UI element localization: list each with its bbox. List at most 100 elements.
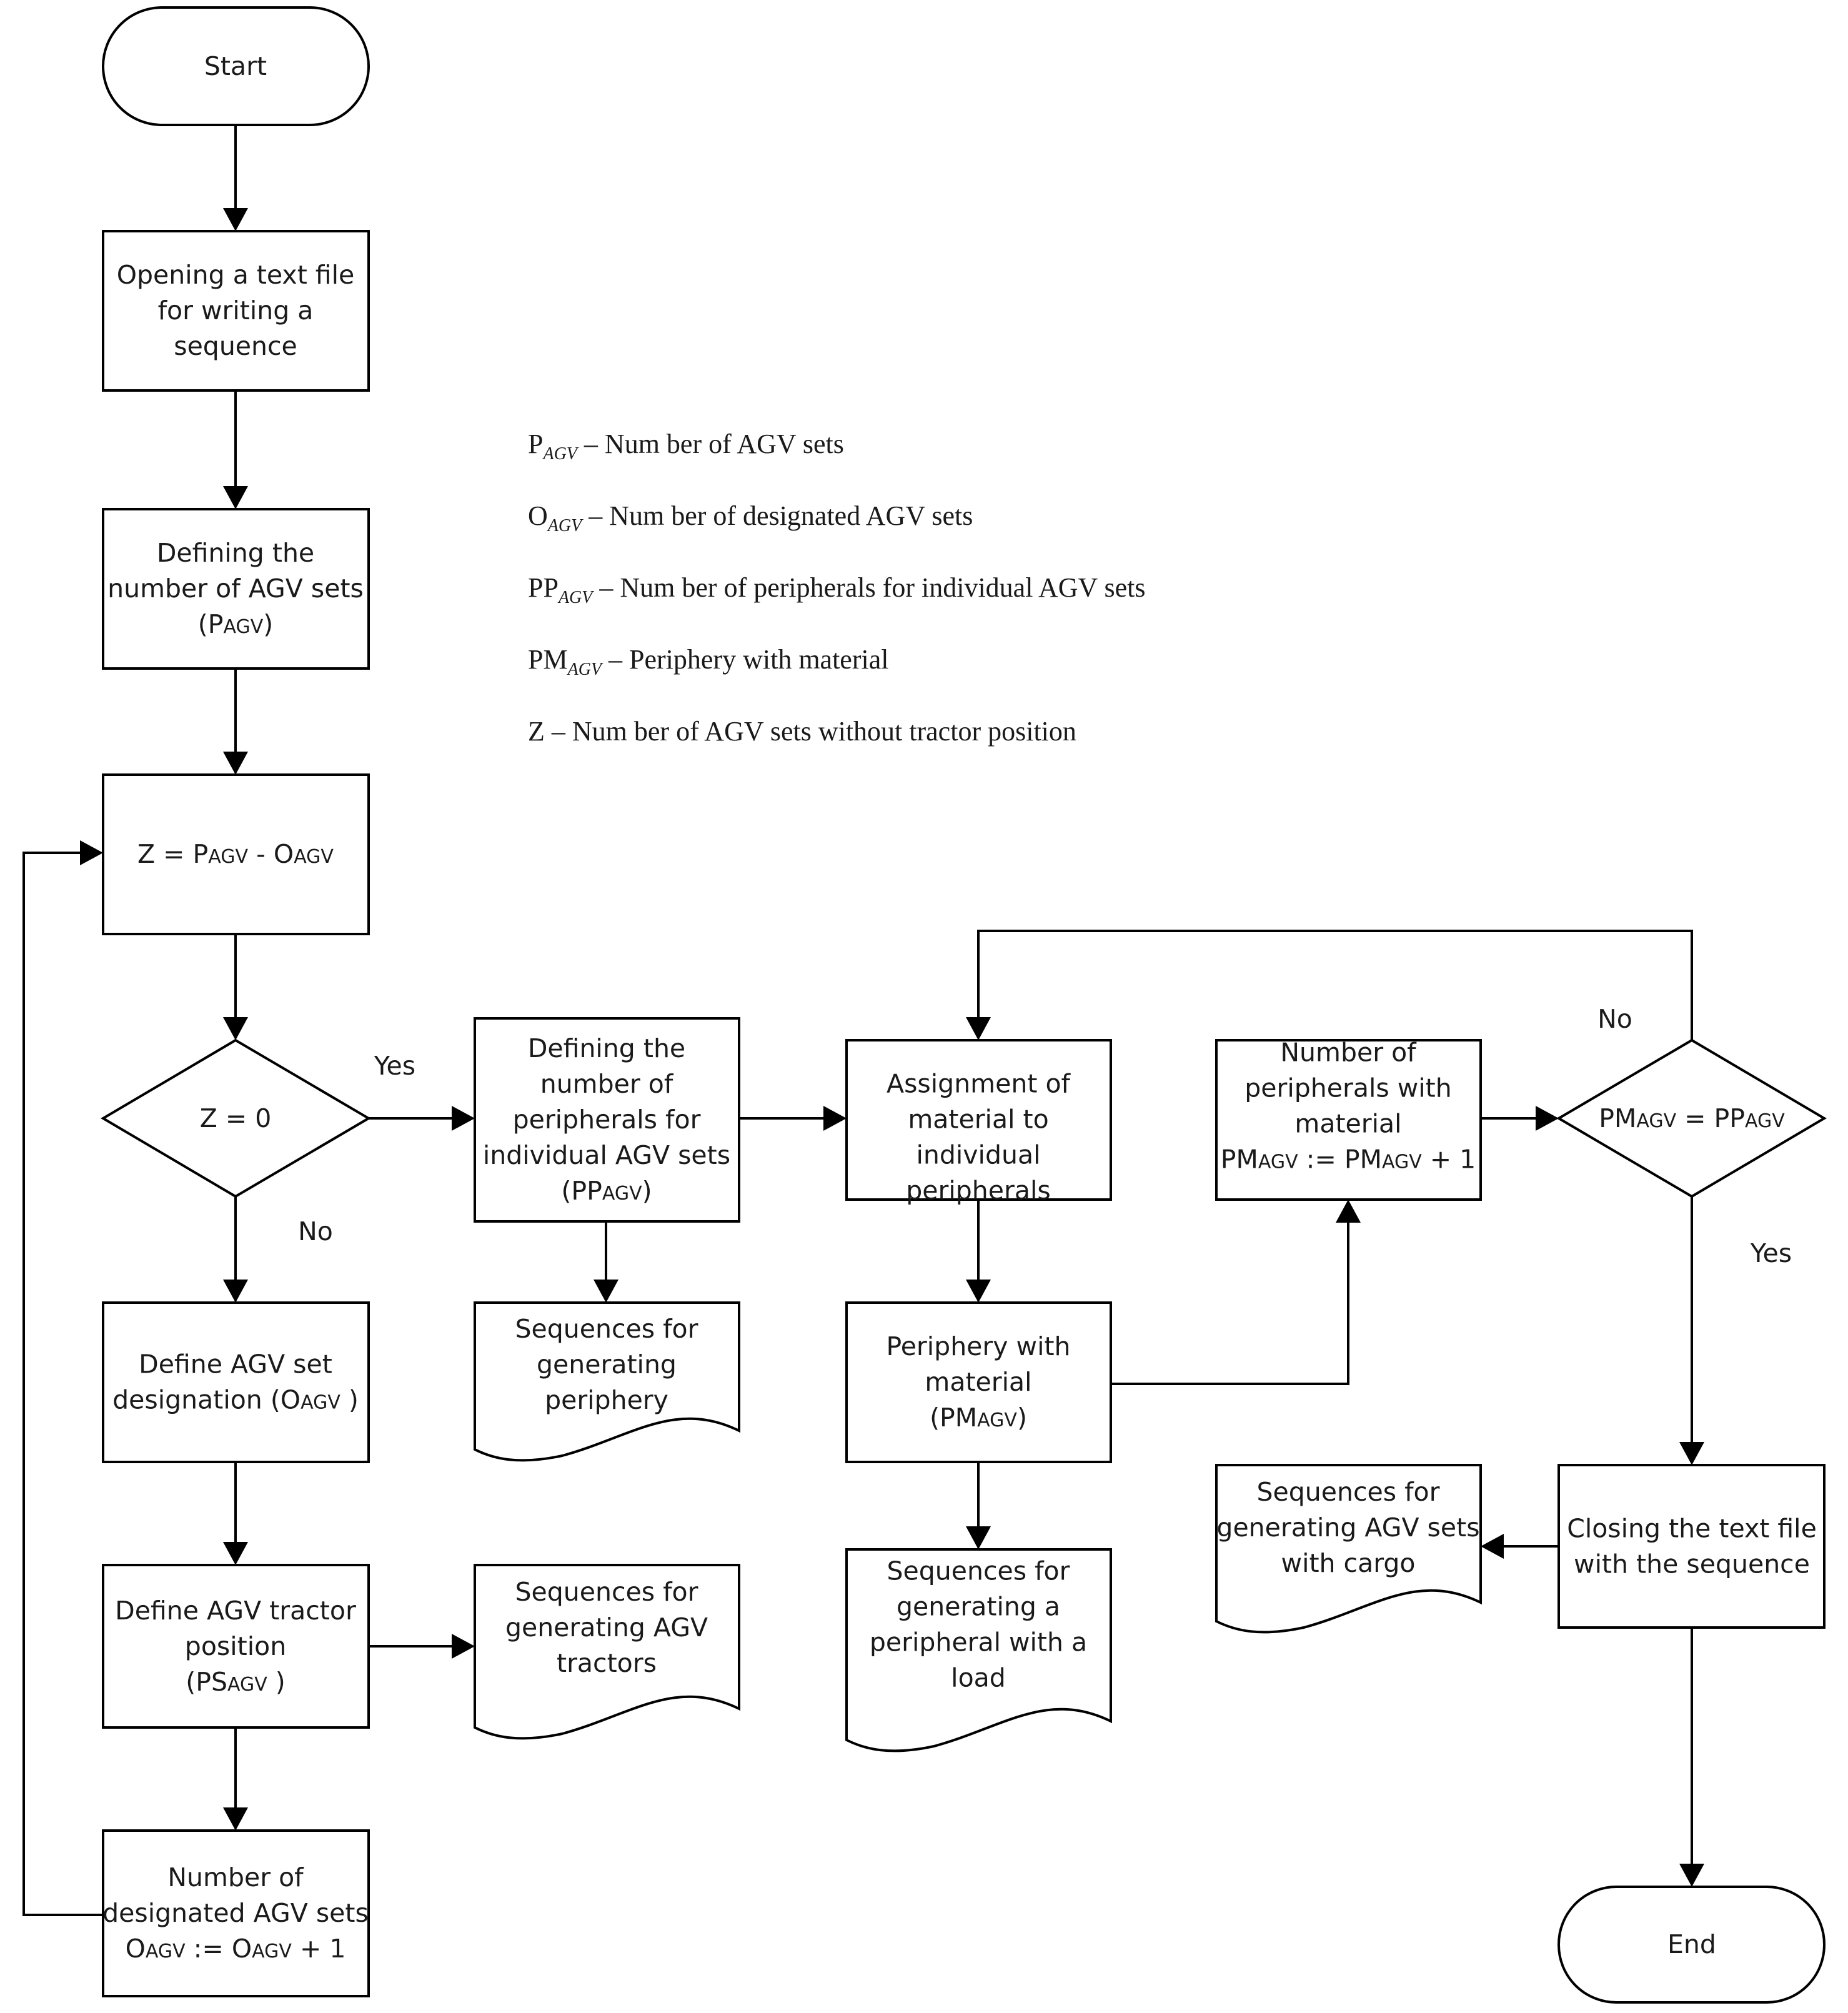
node-label-line: Sequences for <box>515 1577 698 1607</box>
legend-subscript: AGV <box>567 660 604 679</box>
node-label-line: individual AGV sets <box>483 1140 730 1170</box>
label-text: Z = P <box>137 839 208 869</box>
arrowhead <box>223 1017 248 1040</box>
node-label-line: Defining the <box>157 538 314 568</box>
node-label-line: designated AGV sets <box>102 1898 369 1928</box>
node-label-line: (PAGV) <box>198 609 274 639</box>
legend-symbol: PP <box>528 572 559 603</box>
z-decision-label: Z = 0 <box>200 1103 272 1133</box>
node-label-line: position <box>185 1631 286 1661</box>
label-subscript: AGV <box>1258 1151 1298 1173</box>
label-text: material <box>925 1367 1031 1397</box>
arrowhead <box>1679 1864 1704 1887</box>
node-label-line: material <box>925 1367 1031 1397</box>
label-text: peripheral with a <box>870 1628 1087 1658</box>
arrowhead <box>452 1634 475 1659</box>
label-subscript: AGV <box>252 1941 292 1962</box>
arrowhead <box>1679 1442 1704 1465</box>
seq-cargo-document <box>1215 1464 1482 1634</box>
arrowhead <box>966 1526 991 1549</box>
node-label-line: sequence <box>174 331 297 361</box>
arrowhead <box>966 1017 991 1040</box>
label-subscript: AGV <box>602 1183 642 1205</box>
label-text: := O <box>186 1934 252 1964</box>
label-text: ) <box>340 1385 359 1415</box>
arrowhead <box>223 1542 248 1565</box>
label-text: Define AGV set <box>139 1349 332 1379</box>
node-label-line: peripherals <box>906 1176 1050 1206</box>
node-label-line: Periphery with <box>886 1331 1070 1361</box>
node-label-line: (PSAGV ) <box>186 1667 286 1697</box>
label-text: position <box>185 1631 286 1661</box>
define-ppagv-process <box>474 1017 740 1223</box>
seq-peripheral-load-document <box>845 1548 1112 1752</box>
label-text: individual <box>917 1140 1041 1170</box>
label-text: Assignment of <box>887 1069 1071 1099</box>
label-text: number of <box>540 1069 674 1099</box>
label-text: (PS <box>186 1667 227 1697</box>
node-label-line: Sequences for <box>887 1556 1070 1586</box>
label-text: tractors <box>557 1648 657 1678</box>
arrowhead <box>966 1280 991 1303</box>
end-label: End <box>1667 1929 1716 1959</box>
node-label-line: Assignment of <box>887 1069 1071 1099</box>
node-label-line: generating AGV sets <box>1216 1513 1479 1543</box>
label-text: PM <box>1221 1145 1258 1175</box>
label-text: with cargo <box>1281 1548 1416 1578</box>
label-text: ) <box>263 609 273 639</box>
node-label-line: Define AGV set <box>139 1349 332 1379</box>
node-label-line: with the sequence <box>1574 1549 1810 1579</box>
label-text: Sequences for <box>887 1556 1070 1586</box>
label-subscript: AGV <box>208 846 248 868</box>
end-terminator <box>1557 1886 1826 2004</box>
label-text: Start <box>204 51 267 81</box>
label-text: for writing a <box>158 296 314 326</box>
yes-z-label: Yes <box>374 1051 415 1081</box>
node-label-line: Opening a text file <box>117 260 355 290</box>
node-labels: Start Opening a text file for writing a se… <box>102 51 1817 1964</box>
pm-decision <box>1556 1038 1827 1198</box>
arrowhead <box>594 1280 618 1303</box>
node-label-line: generating a <box>897 1592 1060 1622</box>
label-text: = PP <box>1676 1103 1745 1133</box>
arrowhead <box>223 1280 248 1303</box>
node-label-line: periphery <box>545 1385 668 1415</box>
label-text: Define AGV tractor <box>115 1596 356 1626</box>
label-text: O <box>126 1934 146 1964</box>
node-label-line: peripherals for <box>513 1105 701 1135</box>
node-label-line: load <box>951 1663 1006 1693</box>
label-text: Z = 0 <box>200 1103 272 1133</box>
define-tractor-label: Define AGV tractor position (PSAGV ) <box>115 1596 356 1697</box>
node-label-line: OAGV := OAGV + 1 <box>126 1934 346 1964</box>
label-text: PM <box>1599 1103 1636 1133</box>
label-text: generating AGV sets <box>1216 1513 1479 1543</box>
node-label-line: (PMAGV) <box>930 1403 1027 1433</box>
node-label-line: individual <box>917 1140 1041 1170</box>
legend-symbol: O <box>528 500 548 531</box>
node-label-line: Start <box>204 51 267 81</box>
seq-periphery-document <box>474 1301 740 1462</box>
label-text: material <box>1294 1109 1401 1139</box>
define-ppagv-label: Defining the number of peripherals for indi… <box>483 1033 730 1206</box>
start-terminator <box>102 6 370 126</box>
legend-item: Z – Num ber of AGV sets without tractor … <box>528 716 1076 747</box>
legend-item: PMAGV – Periphery with material <box>528 644 888 679</box>
legend-subscript: AGV <box>557 588 594 607</box>
node-label-line: Z = 0 <box>200 1103 272 1133</box>
node-label-line: Define AGV tractor <box>115 1596 356 1626</box>
arrowhead <box>223 1807 248 1831</box>
label-text: peripherals for <box>513 1105 701 1135</box>
node-label-line: Z = PAGV - OAGV <box>137 839 334 869</box>
node-label-line: Defining the <box>528 1033 685 1063</box>
z-assign-process <box>102 773 370 935</box>
label-text: generating a <box>897 1592 1060 1622</box>
label-text: generating <box>537 1349 677 1379</box>
label-subscript: AGV <box>227 1674 267 1696</box>
edges <box>22 125 1704 1916</box>
legend-symbol: P <box>528 429 543 459</box>
